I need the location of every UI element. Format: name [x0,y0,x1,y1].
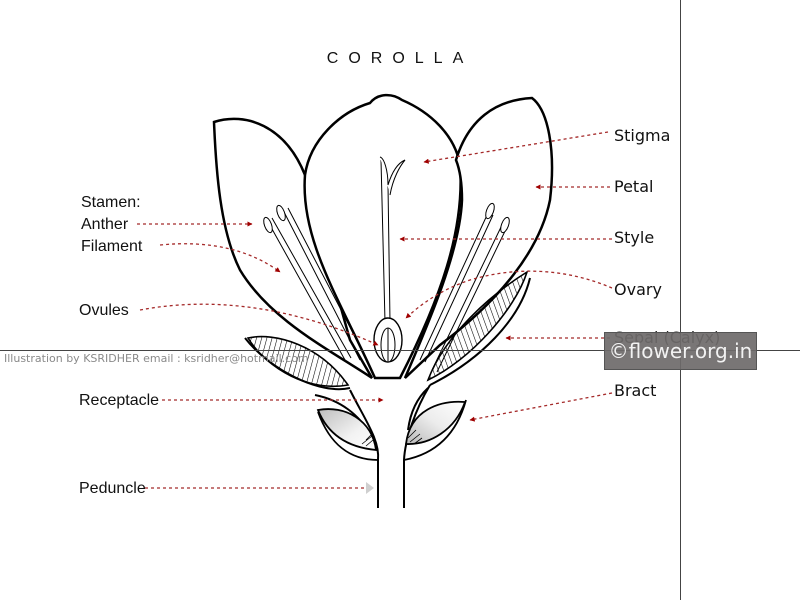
peduncle-arrowhead [366,482,374,494]
diagram-title: COROLLA [326,50,474,67]
leader-ovules [139,303,379,346]
label-anther: Anther [81,216,129,233]
petal-left [212,117,374,380]
label-bract: Bract [614,381,657,400]
label-receptacle: Receptacle [79,392,160,409]
watermark-badge: ©flower.org.in [604,332,757,370]
leader-stigma [423,131,609,164]
vertical-guide-line [680,0,681,600]
bract-right [404,400,467,445]
label-peduncle: Peduncle [79,480,146,497]
leader-filament [159,243,281,273]
label-petal: Petal [614,177,654,196]
stamen-left [263,204,367,361]
pistil [373,156,406,363]
sepal-right [426,270,529,382]
label-style: Style [614,228,655,247]
label-stigma: Stigma [614,126,671,145]
leader-ovary [405,270,613,319]
label-ovules: Ovules [79,302,129,319]
bract-left [316,408,378,452]
illustration-credit: Illustration by KSRIDHER email : ksridhe… [4,352,309,365]
petal-right [403,96,554,379]
leader-lines [137,131,613,489]
label-stamen: Stamen: [81,194,141,211]
horizontal-guide-line [0,350,800,351]
label-filament: Filament [81,238,143,255]
label-ovary: Ovary [614,280,662,299]
leader-bract [469,392,613,422]
